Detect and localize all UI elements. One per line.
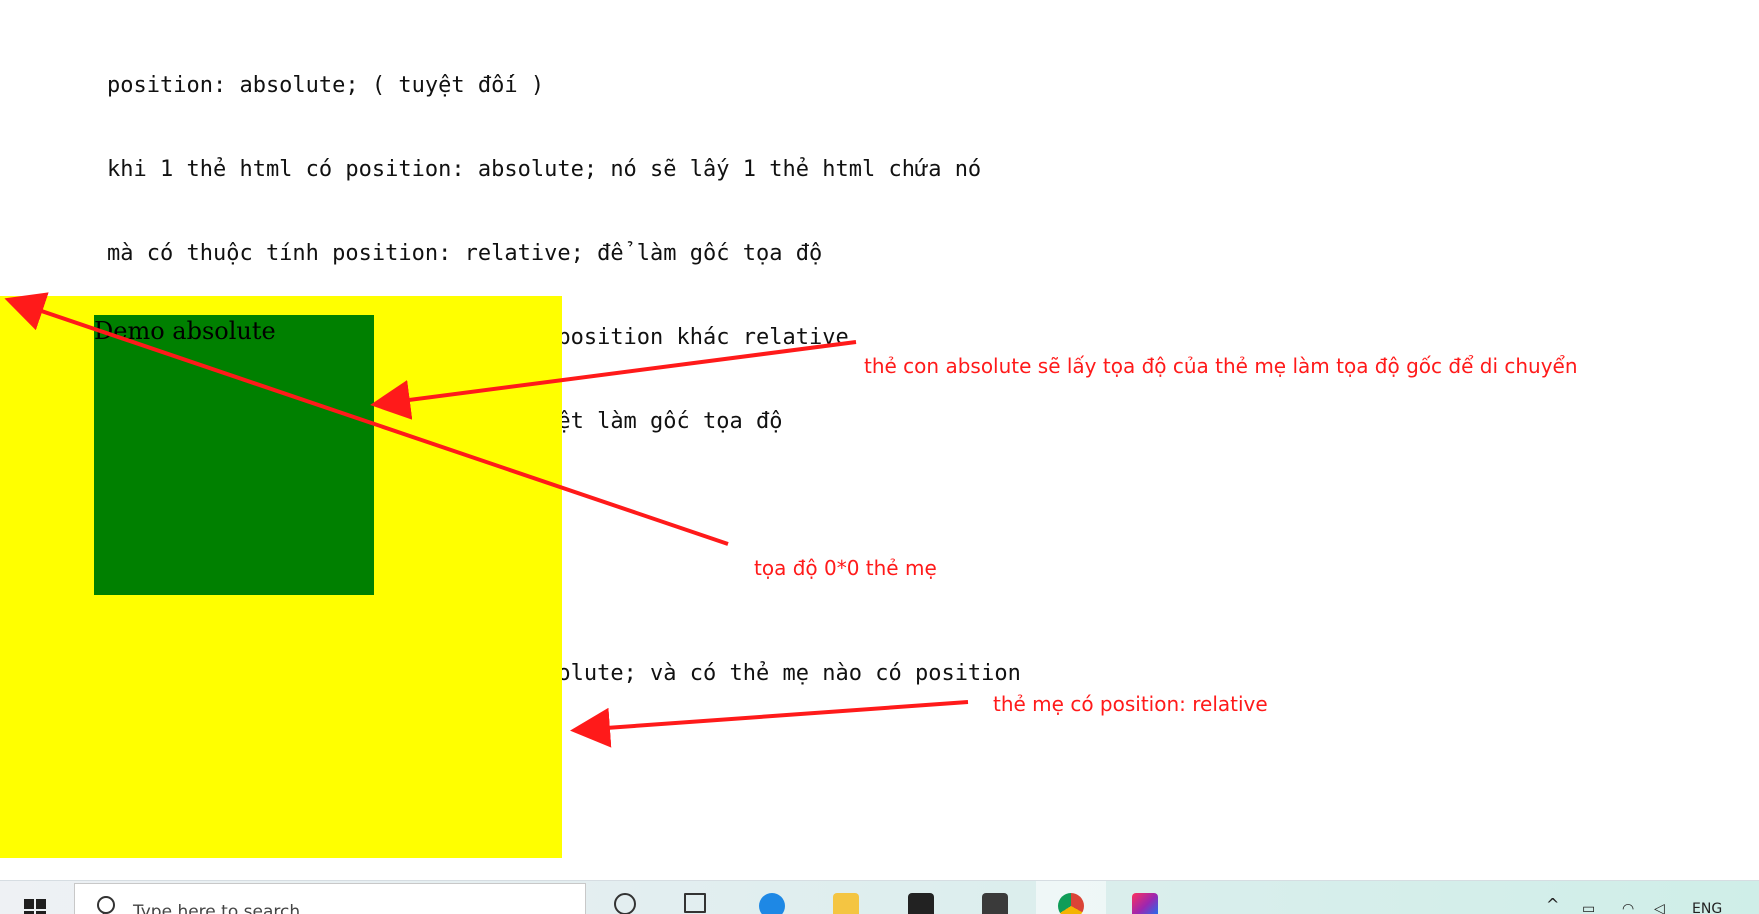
edge-icon xyxy=(759,893,785,914)
start-button[interactable] xyxy=(0,881,72,914)
cortana-button[interactable] xyxy=(590,881,660,914)
file-explorer-icon xyxy=(833,893,859,914)
child-absolute-box: Demo absolute xyxy=(94,315,374,595)
taskbar-search-box[interactable]: Type here to search xyxy=(74,883,586,914)
taskbar: Type here to search ^ ▭ ◠ ◁ ENG xyxy=(0,880,1759,914)
annotation-child-label: thẻ con absolute sẽ lấy tọa độ của thẻ m… xyxy=(864,354,1578,378)
note-line: mà có thuộc tính position: relative; để … xyxy=(107,241,823,266)
chrome-button[interactable] xyxy=(1036,881,1106,914)
file-explorer-button[interactable] xyxy=(811,881,881,914)
system-tray: ^ ▭ ◠ ◁ ENG xyxy=(1540,881,1759,914)
chrome-icon xyxy=(1058,893,1084,914)
note-line: khi 1 thẻ html có position: absolute; nó… xyxy=(107,157,982,182)
battery-icon[interactable]: ▭ xyxy=(1582,901,1596,914)
windows-logo-icon xyxy=(24,899,46,914)
task-view-button[interactable] xyxy=(660,881,730,914)
chevron-up-icon[interactable]: ^ xyxy=(1546,895,1560,914)
annotation-parent-label: thẻ mẹ có position: relative xyxy=(993,692,1268,716)
store-button[interactable] xyxy=(886,881,956,914)
parent-relative-box: Demo absolute xyxy=(0,296,562,858)
volume-icon[interactable]: ◁ xyxy=(1654,901,1665,914)
edge-button[interactable] xyxy=(737,881,807,914)
intellij-icon xyxy=(1132,893,1158,914)
store-icon xyxy=(908,893,934,914)
language-indicator[interactable]: ENG xyxy=(1692,901,1723,914)
search-placeholder: Type here to search xyxy=(133,902,301,914)
mail-button[interactable] xyxy=(960,881,1030,914)
intellij-button[interactable] xyxy=(1110,881,1180,914)
search-icon xyxy=(97,896,115,914)
wifi-icon[interactable]: ◠ xyxy=(1622,901,1635,914)
child-box-label: Demo absolute xyxy=(94,317,276,345)
annotation-origin-label: tọa độ 0*0 thẻ mẹ xyxy=(754,556,937,580)
task-view-icon xyxy=(684,893,706,913)
mail-icon xyxy=(982,893,1008,914)
note-line: position: absolute; ( tuyệt đối ) xyxy=(107,73,545,98)
cortana-icon xyxy=(614,893,636,914)
